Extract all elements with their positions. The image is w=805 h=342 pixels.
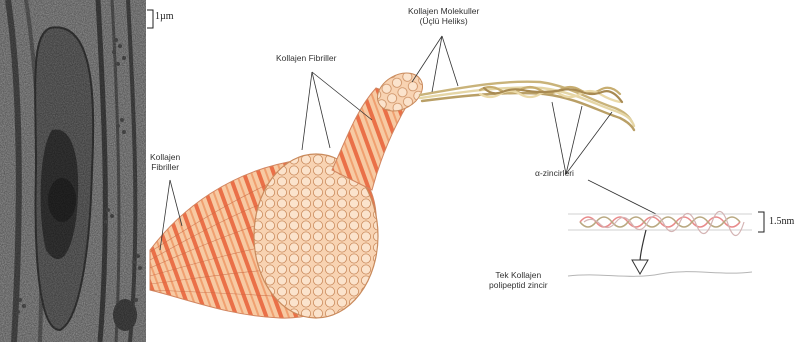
label-kollajen-fibriller-left: Kollajen Fibriller: [150, 152, 180, 172]
helix-scale-label: 1.5nm: [769, 217, 794, 227]
label-kollajen-fibriller-top: Kollajen Fibriller: [276, 53, 336, 63]
down-arrow-icon: [632, 230, 648, 274]
label-alpha-chains: α-zincirleri: [535, 168, 574, 178]
label-kollajen-molekuller: Kollajen Molekuller (Üçlü Heliks): [408, 6, 479, 26]
label-single-polypeptide-chain: Tek Kollajen polipeptid zincir: [489, 270, 548, 290]
single-polypeptide-chain: [568, 272, 752, 277]
helix-scale-bar: [758, 212, 764, 232]
helix-detail: [568, 211, 752, 235]
